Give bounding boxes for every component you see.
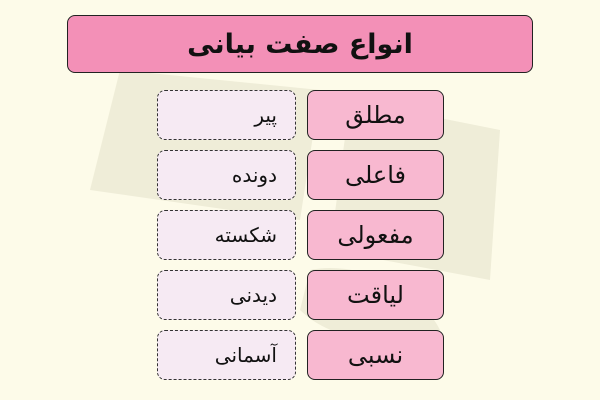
example-label: شکسته [214, 223, 277, 247]
example-label: آسمانی [214, 343, 277, 367]
example-label: دونده [231, 163, 277, 187]
type-box: نسبی [307, 330, 444, 380]
example-label: پیر [254, 103, 277, 127]
example-box: دونده [157, 150, 296, 200]
list-item: مطلق پیر [157, 90, 444, 140]
type-label: نسبی [347, 341, 404, 369]
list-item: لیاقت دیدنی [157, 270, 444, 320]
example-box: دیدنی [157, 270, 296, 320]
example-box: پیر [157, 90, 296, 140]
type-box: فاعلی [307, 150, 444, 200]
page-title: انواع صفت بیانی [187, 28, 413, 60]
list-item: نسبی آسمانی [157, 330, 444, 380]
type-label: لیاقت [347, 281, 404, 309]
example-label: دیدنی [229, 283, 277, 307]
list-item: فاعلی دونده [157, 150, 444, 200]
type-label: مفعولی [337, 221, 414, 249]
type-label: فاعلی [344, 161, 407, 189]
type-box: لیاقت [307, 270, 444, 320]
type-label: مطلق [345, 101, 406, 129]
title-box: انواع صفت بیانی [67, 15, 533, 73]
example-box: شکسته [157, 210, 296, 260]
example-box: آسمانی [157, 330, 296, 380]
list-item: مفعولی شکسته [157, 210, 444, 260]
type-box: مفعولی [307, 210, 444, 260]
type-box: مطلق [307, 90, 444, 140]
